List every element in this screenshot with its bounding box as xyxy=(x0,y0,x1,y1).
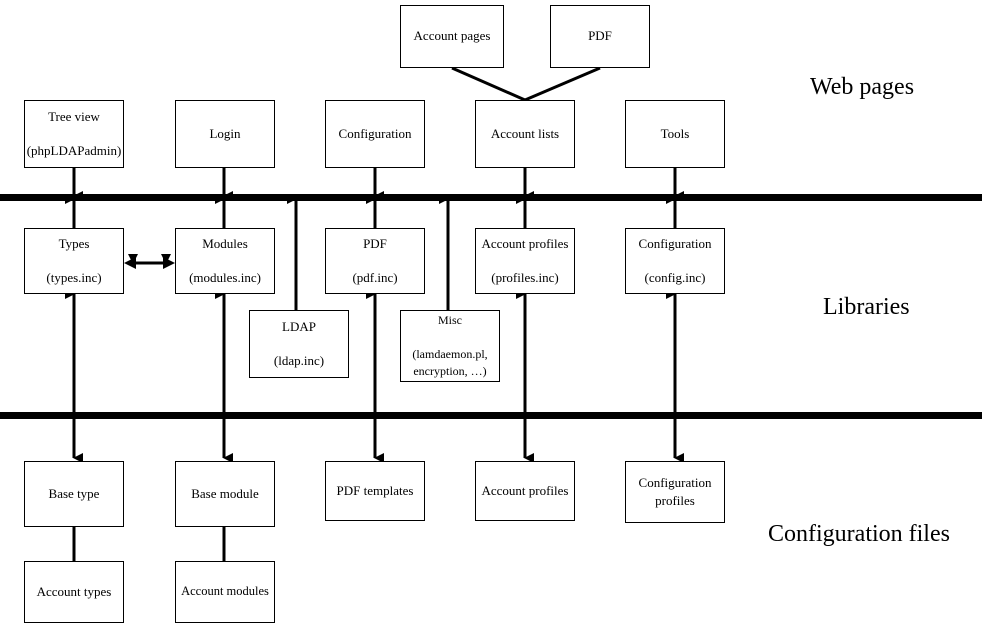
node-base-type-label: Base type xyxy=(48,485,100,501)
node-account-lists[interactable]: Account lists xyxy=(475,100,575,168)
node-configuration-page[interactable]: Configuration xyxy=(325,100,425,168)
node-modules-lib[interactable]: Modules (modules.inc) xyxy=(175,228,275,294)
node-ldap-lib-sublabel: (ldap.inc) xyxy=(273,353,325,368)
node-tools-label: Tools xyxy=(660,125,690,141)
node-types-lib-sublabel: (types.inc) xyxy=(46,270,102,285)
node-types-lib-label: Types xyxy=(58,235,90,251)
node-configuration-profiles-label: Configuration xyxy=(638,474,712,490)
node-configuration-lib-sublabel: (config.inc) xyxy=(644,270,706,285)
node-misc-lib-label: Misc xyxy=(438,313,462,328)
node-account-profiles-lib-label: Account profiles xyxy=(481,235,569,251)
node-pdf-lib-label: PDF xyxy=(363,235,387,251)
node-account-profiles-lib[interactable]: Account profiles (profiles.inc) xyxy=(475,228,575,294)
node-account-types[interactable]: Account types xyxy=(24,561,124,623)
node-pdf-templates[interactable]: PDF templates xyxy=(325,461,425,521)
node-account-modules[interactable]: Account modules xyxy=(175,561,275,623)
node-login-label: Login xyxy=(209,125,241,141)
node-ldap-lib-label: LDAP xyxy=(282,318,316,334)
node-account-lists-label: Account lists xyxy=(490,125,560,141)
node-pdf-lib[interactable]: PDF (pdf.inc) xyxy=(325,228,425,294)
node-account-modules-label: Account modules xyxy=(181,584,269,599)
node-ldap-lib[interactable]: LDAP (ldap.inc) xyxy=(249,310,349,378)
zone-label-libraries: Libraries xyxy=(823,294,910,320)
node-configuration-profiles[interactable]: Configuration profiles xyxy=(625,461,725,523)
node-pdf-source[interactable]: PDF xyxy=(550,5,650,68)
zone-label-web-pages: Web pages xyxy=(810,74,915,100)
node-pdf-source-label: PDF xyxy=(588,28,612,44)
node-pdf-lib-sublabel: (pdf.inc) xyxy=(352,270,398,285)
edge-account-pages-to-account-lists xyxy=(451,66,526,102)
node-misc-lib-sublabel: (lamdaemon.pl, encryption, …) xyxy=(412,347,488,378)
node-base-type[interactable]: Base type xyxy=(24,461,124,527)
node-modules-lib-label: Modules xyxy=(202,235,248,251)
separator-bar-web-libraries xyxy=(0,194,982,201)
node-login[interactable]: Login xyxy=(175,100,275,168)
node-types-lib[interactable]: Types (types.inc) xyxy=(24,228,124,294)
zone-label-configuration-files: Configuration files xyxy=(768,521,950,547)
node-tree-view[interactable]: Tree view (phpLDAPadmin) xyxy=(24,100,124,168)
node-account-profiles-lib-sublabel: (profiles.inc) xyxy=(491,270,559,285)
node-misc-lib[interactable]: Misc (lamdaemon.pl, encryption, …) xyxy=(400,310,500,382)
node-account-profiles-files-label: Account profiles xyxy=(481,482,569,498)
node-account-pages-label: Account pages xyxy=(413,28,491,44)
edge-pdf-to-account-lists xyxy=(524,66,601,102)
node-modules-lib-sublabel: (modules.inc) xyxy=(189,270,261,285)
node-tree-view-sublabel: (phpLDAPadmin) xyxy=(26,143,122,158)
node-configuration-profiles-sublabel: profiles xyxy=(655,493,695,508)
node-tree-view-label: Tree view xyxy=(48,108,100,124)
node-account-profiles-files[interactable]: Account profiles xyxy=(475,461,575,521)
node-base-module[interactable]: Base module xyxy=(175,461,275,527)
node-account-pages[interactable]: Account pages xyxy=(400,5,504,68)
node-base-module-label: Base module xyxy=(191,485,259,501)
node-pdf-templates-label: PDF templates xyxy=(336,482,414,498)
node-tools[interactable]: Tools xyxy=(625,100,725,168)
node-configuration-lib-label: Configuration xyxy=(638,235,712,251)
node-configuration-lib[interactable]: Configuration (config.inc) xyxy=(625,228,725,294)
node-configuration-page-label: Configuration xyxy=(338,125,412,141)
separator-bar-libraries-config xyxy=(0,412,982,419)
node-account-types-label: Account types xyxy=(36,583,112,599)
